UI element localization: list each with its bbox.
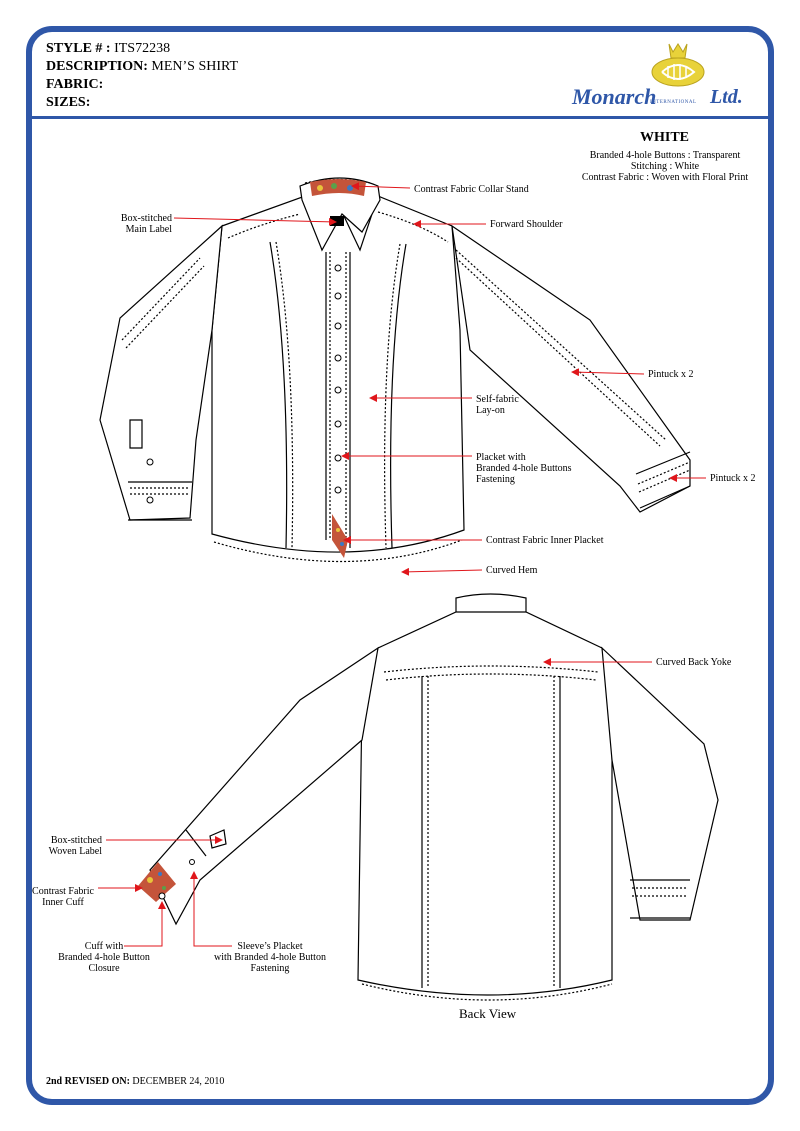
- description-line: DESCRIPTION: MEN’S SHIRT: [46, 59, 239, 74]
- label-forward-shoulder: Forward Shoulder: [490, 219, 563, 230]
- label-collar-stand: Contrast Fabric Collar Stand: [414, 184, 529, 195]
- label-main-label: Box-stitched Main Label: [120, 213, 172, 235]
- logo-brand: Monarch: [572, 84, 657, 109]
- label-inner-placket: Contrast Fabric Inner Placket: [486, 535, 604, 546]
- logo-international: INTERNATIONAL: [650, 100, 697, 105]
- label-pintuck-sleeve: Pintuck x 2: [648, 369, 694, 380]
- back-cuff-floral: [138, 859, 195, 902]
- crown-icon: [651, 43, 705, 87]
- sizes-line: SIZES:: [46, 95, 91, 110]
- leader-lines: [98, 182, 706, 947]
- spec-header: STYLE # : ITS72238 DESCRIPTION: MEN’S SH…: [46, 40, 238, 112]
- page-frame: [26, 26, 774, 1105]
- label-cuff-closure: Cuff with Branded 4-hole Button Closure: [58, 941, 150, 974]
- front-placket-buttons: [146, 264, 342, 504]
- label-placket: Placket with Branded 4-hole Buttons Fast…: [476, 452, 572, 485]
- header-divider: [32, 116, 768, 119]
- style-line: STYLE # : ITS72238: [46, 41, 171, 56]
- monarch-logo: Monarch INTERNATIONAL Ltd.: [572, 40, 756, 112]
- label-sleeve-placket: Sleeve’s Placket with Branded 4-hole But…: [214, 941, 326, 974]
- colorway-specs: Branded 4-hole Buttons : Transparent Sti…: [581, 150, 749, 183]
- back-view-caption: Back View: [459, 1006, 517, 1021]
- label-woven-label: Box-stitched Woven Label: [48, 835, 102, 857]
- label-inner-cuff: Contrast Fabric Inner Cuff: [32, 886, 94, 908]
- front-view-shirt: [99, 177, 691, 563]
- fabric-line: FABRIC:: [46, 77, 104, 92]
- revision-footer: 2nd REVISED ON: DECEMBER 24, 2010: [46, 1076, 225, 1087]
- label-self-fabric: Self-fabric Lay-on: [476, 394, 519, 416]
- label-curved-back-yoke: Curved Back Yoke: [656, 657, 732, 668]
- colorway-title: WHITE: [640, 130, 690, 145]
- back-view-shirt: [149, 593, 719, 1001]
- label-curved-hem: Curved Hem: [486, 565, 538, 576]
- label-pintuck-cuff: Pintuck x 2: [710, 473, 756, 484]
- logo-ltd: Ltd.: [710, 86, 743, 108]
